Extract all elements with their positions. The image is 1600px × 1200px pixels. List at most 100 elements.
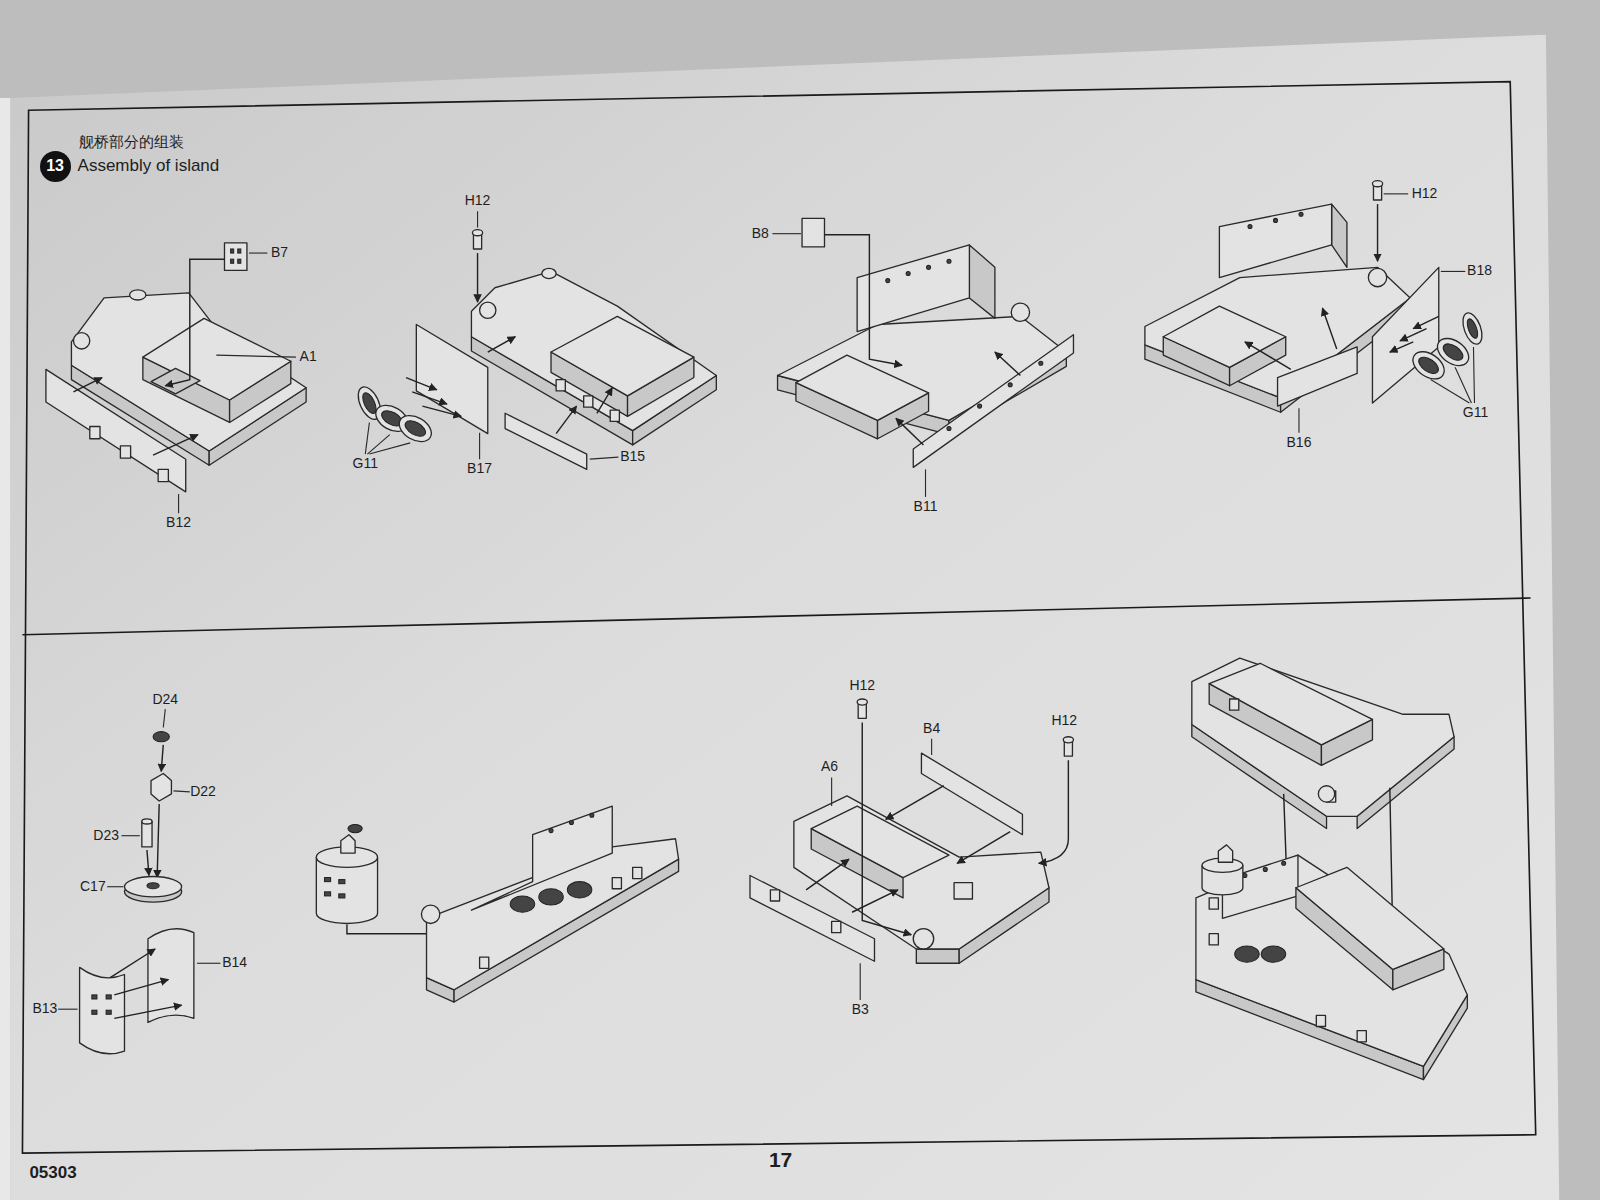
part-g11 xyxy=(1473,347,1474,403)
part-b16 xyxy=(1245,342,1291,370)
part-b4 xyxy=(886,739,1023,863)
part-b12 xyxy=(120,446,130,458)
chinese-heading: 舰桥部分的组装 xyxy=(79,134,184,151)
part-b18 xyxy=(1390,342,1413,352)
part-b18 xyxy=(1441,271,1465,272)
part-b12 xyxy=(178,494,179,513)
island-complete xyxy=(1261,946,1285,962)
part-h12 xyxy=(1372,181,1408,262)
part-b7 xyxy=(165,259,224,386)
island-step-3 xyxy=(796,355,929,420)
part-g11 xyxy=(369,443,410,454)
step-title: Assembly of island xyxy=(78,157,220,176)
island-top xyxy=(1192,658,1454,816)
island-complete xyxy=(1196,845,1467,1080)
island-assembled xyxy=(633,867,642,878)
part-h12 xyxy=(477,253,478,302)
part-label: B16 xyxy=(1287,435,1312,450)
page-number: 17 xyxy=(769,1149,792,1172)
director-parts xyxy=(147,883,159,889)
part-b3 xyxy=(750,876,874,962)
part-g11 xyxy=(1432,333,1473,371)
island-step-3 xyxy=(927,265,931,269)
part-b13 xyxy=(114,980,168,995)
part-h12 xyxy=(1039,760,1069,863)
part-b16 xyxy=(1322,308,1336,349)
part-label: B7 xyxy=(271,245,288,260)
part-g11 xyxy=(365,422,369,454)
part-b16 xyxy=(1245,308,1357,432)
part-b11 xyxy=(925,469,926,497)
island-step-4 xyxy=(1332,204,1347,267)
island-step-2 xyxy=(556,380,565,391)
part-b15 xyxy=(590,457,619,459)
part-h12 xyxy=(472,230,482,236)
island-complete xyxy=(1282,861,1286,865)
part-b3 xyxy=(832,921,841,932)
island-complete xyxy=(1218,845,1232,862)
part-label: H12 xyxy=(1412,186,1438,201)
part-h12 xyxy=(1372,181,1382,187)
island-step-2 xyxy=(610,410,619,421)
director-assembled xyxy=(339,880,345,884)
part-b14 xyxy=(197,963,220,964)
part-b4 xyxy=(921,753,1022,835)
part-b17 xyxy=(422,406,461,416)
part-b11 xyxy=(913,335,1073,468)
part-label: D22 xyxy=(190,784,216,799)
part-label: G11 xyxy=(353,457,378,472)
part-label: A1 xyxy=(300,349,317,364)
island-complete xyxy=(1316,1015,1325,1026)
island-step-4 xyxy=(1163,306,1285,367)
part-b12 xyxy=(158,469,168,481)
island-complete xyxy=(1209,934,1218,945)
part-b3 xyxy=(806,859,849,890)
part-label: B18 xyxy=(1467,264,1492,279)
island-step-4 xyxy=(1219,204,1331,277)
part-label: B17 xyxy=(467,462,492,477)
part-b8 xyxy=(824,235,902,366)
part-b17 xyxy=(416,324,487,433)
part-b12 xyxy=(46,369,186,491)
part-b15 xyxy=(505,388,618,470)
island-part-a1 xyxy=(73,333,89,349)
part-b11 xyxy=(1008,383,1012,387)
part-b13 xyxy=(106,1010,111,1014)
part-b13 xyxy=(92,995,97,999)
page-background xyxy=(0,98,10,1200)
director-parts xyxy=(151,773,171,801)
part-h12 xyxy=(1377,204,1378,261)
part-b13 xyxy=(106,995,111,999)
island-step-3 xyxy=(857,245,969,332)
part-h12 xyxy=(857,699,867,705)
island-assembled xyxy=(421,806,678,1002)
director-parts xyxy=(157,804,159,877)
part-label: B8 xyxy=(752,226,769,241)
frame xyxy=(22,82,1535,1153)
part-g11 xyxy=(1416,354,1441,377)
director-assembled xyxy=(341,835,355,853)
part-b7 xyxy=(224,243,246,271)
part-b7 xyxy=(231,259,234,263)
director-parts xyxy=(121,835,139,836)
island-part-a1 xyxy=(151,368,200,394)
part-b3 xyxy=(770,890,779,901)
island-complete xyxy=(1209,898,1218,909)
director-assembled xyxy=(324,878,330,882)
island-assembled xyxy=(549,829,553,833)
island-step-4 xyxy=(1368,268,1386,286)
part-b13 xyxy=(114,1005,181,1018)
island-step-3 xyxy=(906,271,910,275)
part-label: H12 xyxy=(465,193,491,208)
island-assembled xyxy=(539,889,563,905)
director-parts xyxy=(142,819,152,824)
part-b13 xyxy=(58,1009,77,1010)
director-parts xyxy=(153,732,169,742)
part-b11 xyxy=(995,352,1021,375)
director-parts xyxy=(142,821,152,847)
part-label: B11 xyxy=(914,499,938,514)
director-parts xyxy=(173,791,189,792)
